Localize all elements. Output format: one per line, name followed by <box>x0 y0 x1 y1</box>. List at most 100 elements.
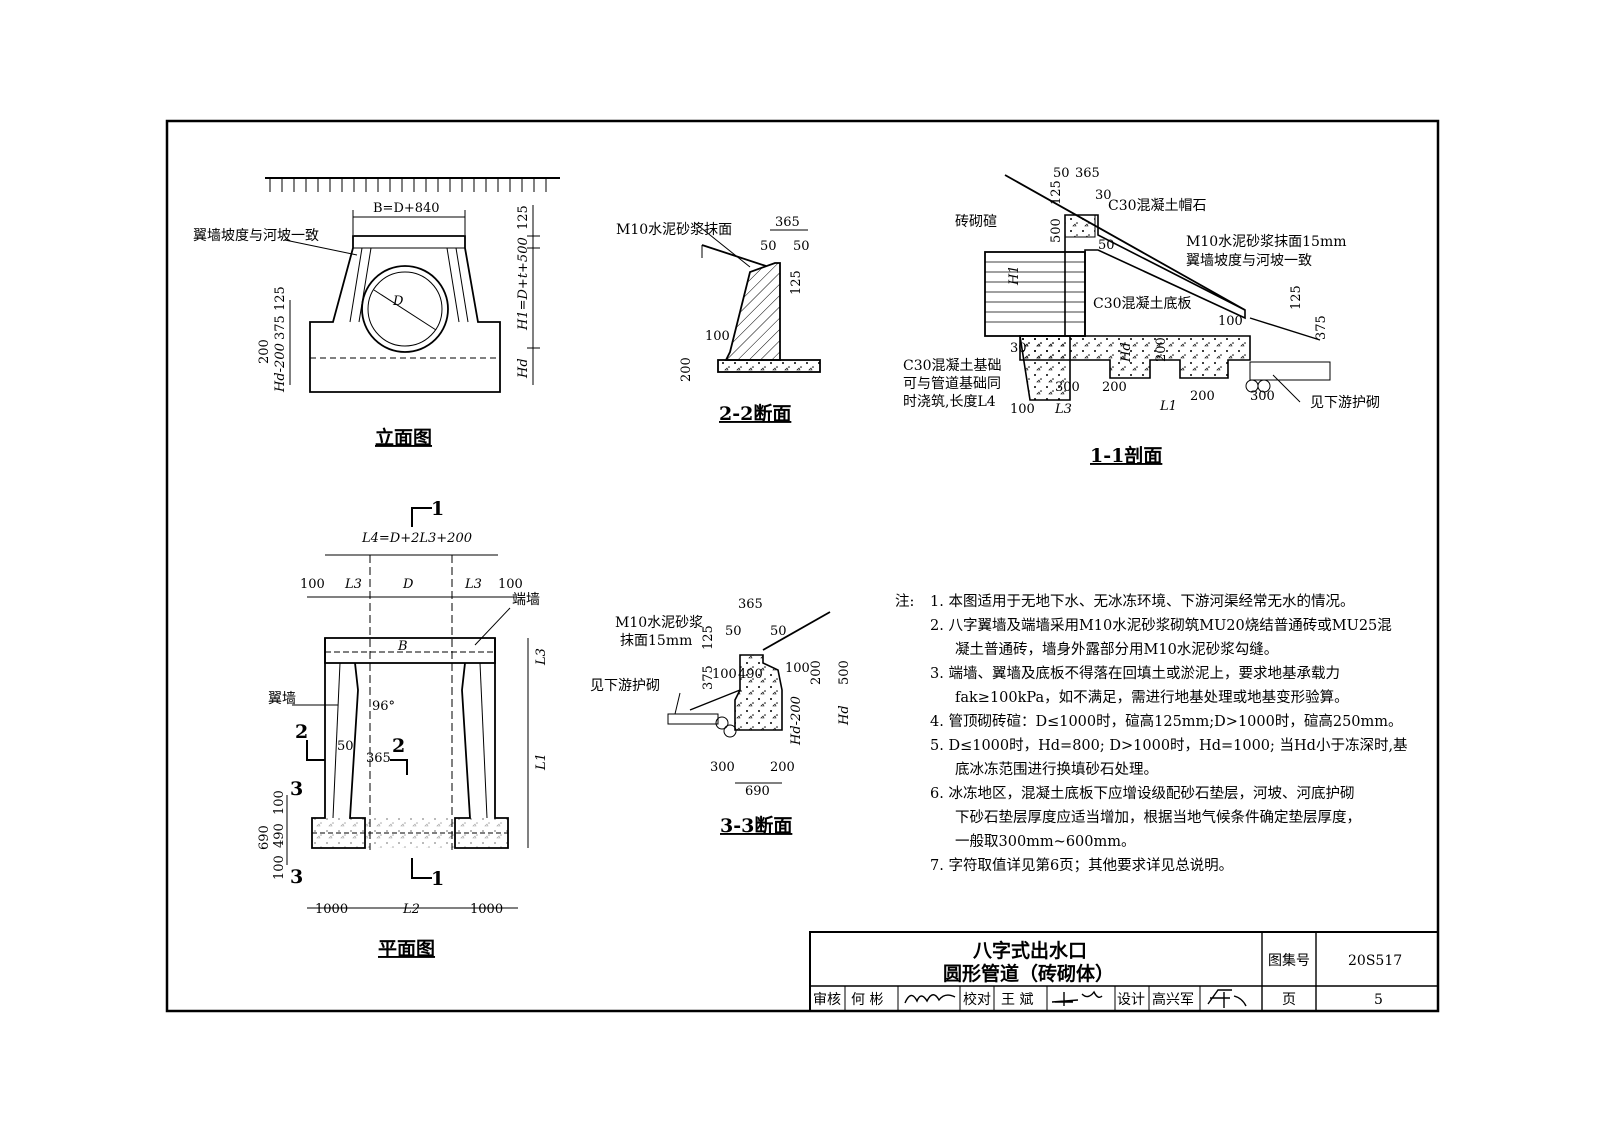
note-line-1: 1. 本图适用于无地下水、无冰冻环境、下游河渠经常无水的情况。 <box>930 592 1354 610</box>
s22-title: 2-2断面 <box>719 402 791 425</box>
pipe-circle <box>361 265 449 353</box>
section-2-2: 365 50 50 125 100 200 M10水泥砂浆抹面 2-2断面 <box>616 215 821 425</box>
s11-dim-200a: 200 <box>1154 337 1169 362</box>
plan-view: L4=D+2L3+200 100 L3 D L3 100 1 1 B 96° 5… <box>257 498 549 960</box>
tb-design-signature <box>1207 989 1247 1008</box>
elevation-dim-hd: Hd <box>516 358 531 379</box>
s33-dim-500: 500 <box>837 660 852 685</box>
s22-dim-50a: 50 <box>760 239 777 254</box>
note-line-5: fak≥100kPa，如不满足，需进行地基处理或地基变形验算。 <box>955 689 1349 706</box>
plan-dim-100d: 100 <box>272 855 287 880</box>
tb-check-name: 王 斌 <box>1001 992 1033 1008</box>
s33-label-downstream: 见下游护砌 <box>590 678 660 694</box>
s22-dim-50b: 50 <box>793 239 810 254</box>
s11-dim-30b: 30 <box>1010 341 1027 356</box>
plan-dim-b: B <box>397 639 408 654</box>
s11-label-brick: 砖砌碹 <box>955 214 997 230</box>
plan-dim-100a: 100 <box>300 577 325 592</box>
s22-dim-125: 125 <box>789 270 804 295</box>
tb-page-label: 页 <box>1282 992 1296 1008</box>
plan-dim-490: 490 <box>272 823 287 848</box>
tb-design-name: 高兴军 <box>1152 991 1194 1008</box>
section-1-1: 50 365 30 125 500 50 H1 30 100 Hd 200 30… <box>903 166 1380 467</box>
plan-dim-l2: L2 <box>402 902 420 917</box>
tb-atlas-no: 20S517 <box>1348 953 1402 969</box>
s11-dim-30a: 30 <box>1095 188 1112 203</box>
plan-cut-2-right: 2 <box>392 735 405 757</box>
plan-cut-3-bottom: 3 <box>290 866 303 888</box>
plan-dim-50: 50 <box>337 739 354 754</box>
note-line-8: 底冰冻范围进行换填砂石处理。 <box>955 760 1158 778</box>
note-line-9: 6. 冰冻地区，混凝土底板下应增设级配砂石垫层，河坡、河底护砌 <box>930 784 1354 802</box>
plan-cut-3-top: 3 <box>290 778 303 800</box>
s33-dim-50b: 50 <box>770 624 787 639</box>
elevation-dim-hd200: Hd-200 <box>273 343 288 393</box>
s11-dim-l1: L1 <box>1159 399 1177 414</box>
s11-dim-hd: Hd <box>1119 342 1134 363</box>
elevation-dim-375-125: 375 125 <box>273 286 288 340</box>
plan-title: 平面图 <box>378 938 435 960</box>
elevation-dim-h1: H1=D+t+500 <box>516 237 531 331</box>
note-line-10: 下砂石垫层厚度应适当增加，根据当地气候条件确定垫层厚度， <box>955 808 1361 826</box>
notes-prefix: 注: <box>895 593 914 610</box>
s22-dim-100: 100 <box>705 329 730 344</box>
note-line-6: 4. 管顶砌砖碹：D≤1000时，碹高125mm;D>1000时，碹高250mm… <box>930 713 1403 730</box>
s22-label-mortar: M10水泥砂浆抹面 <box>616 222 732 238</box>
note-line-11: 一般取300mm~600mm。 <box>955 833 1136 850</box>
s11-dim-50: 50 <box>1053 166 1070 181</box>
tb-review-name: 何 彬 <box>851 992 883 1008</box>
tb-check-signature <box>1051 990 1103 1006</box>
plan-dim-100c: 100 <box>272 790 287 815</box>
plan-dim-l4: L4=D+2L3+200 <box>361 531 472 546</box>
s11-dim-200b: 200 <box>1102 380 1127 395</box>
tb-page-no: 5 <box>1374 992 1383 1008</box>
s11-dim-h1: H1 <box>1007 265 1022 286</box>
s11-label-foundation-1: C30混凝土基础 <box>903 357 1002 374</box>
s11-dim-125: 125 <box>1049 180 1064 205</box>
plan-cut-1-bottom: 1 <box>431 868 444 890</box>
plan-label-end-wall: 端墙 <box>512 592 540 608</box>
tb-atlas-label: 图集号 <box>1268 952 1310 969</box>
plan-dim-96: 96° <box>372 699 395 714</box>
elevation-dim-b: B=D+840 <box>373 201 440 216</box>
s33-dim-375: 375 <box>701 665 716 690</box>
plan-dim-100b: 100 <box>498 577 523 592</box>
s33-label-mortar-2: 抹面15mm <box>620 633 692 649</box>
elevation-dim-125: 125 <box>516 205 531 230</box>
elevation-view: B=D+840 D 125 H1=D+t+500 Hd 375 125 200 … <box>193 177 560 449</box>
s22-dim-365: 365 <box>775 215 800 230</box>
sheet-frame <box>165 119 1440 1013</box>
plan-dim-365: 365 <box>366 751 391 766</box>
section-3-3: M10水泥砂浆 抹面15mm 见下游护砌 365 50 50 125 375 1… <box>590 597 852 837</box>
s33-dim-200b: 200 <box>770 760 795 775</box>
tb-review-signature <box>904 994 956 1004</box>
s11-label-cap: C30混凝土帽石 <box>1108 198 1207 214</box>
note-line-4: 3. 端墙、翼墙及底板不得落在回填土或淤泥上，要求地基承载力 <box>930 664 1340 682</box>
s11-dim-300a: 300 <box>1055 380 1080 395</box>
s11-label-mortar: M10水泥砂浆抹面15mm <box>1186 234 1347 250</box>
tb-check-label: 校对 <box>963 991 991 1008</box>
s11-dim-200c: 200 <box>1190 389 1215 404</box>
s33-dim-365: 365 <box>738 597 763 612</box>
note-line-7: 5. D≤1000时，Hd=800; D>1000时，Hd=1000; 当Hd小… <box>930 736 1408 754</box>
elevation-title: 立面图 <box>375 426 432 449</box>
tb-design-label: 设计 <box>1117 992 1145 1008</box>
tb-title-line1: 八字式出水口 <box>973 939 1087 962</box>
s33-dim-100a: 100 <box>712 667 737 682</box>
s33-label-mortar-1: M10水泥砂浆 <box>615 615 703 631</box>
plan-label-wing-wall: 翼墙 <box>268 691 296 707</box>
plan-dim-690: 690 <box>257 825 272 850</box>
s33-dim-hd: Hd <box>837 705 852 726</box>
s11-label-foundation-2: 可与管道基础同 <box>903 375 1001 392</box>
elevation-label-wing-slope: 翼墙坡度与河坡一致 <box>193 228 319 244</box>
s11-dim-50b: 50 <box>1098 238 1115 253</box>
plan-dim-l3b: L3 <box>464 577 482 592</box>
s33-dim-690: 690 <box>745 784 770 799</box>
plan-dim-1000b: 1000 <box>470 902 503 917</box>
s11-dim-100b: 100 <box>1010 402 1035 417</box>
s11-dim-100a: 100 <box>1218 314 1243 329</box>
s33-dim-490: 490 <box>738 667 763 682</box>
note-line-3: 凝土普通砖，墙身外露部分用M10水泥砂浆勾缝。 <box>955 640 1278 658</box>
tb-review-label: 审核 <box>813 992 841 1008</box>
